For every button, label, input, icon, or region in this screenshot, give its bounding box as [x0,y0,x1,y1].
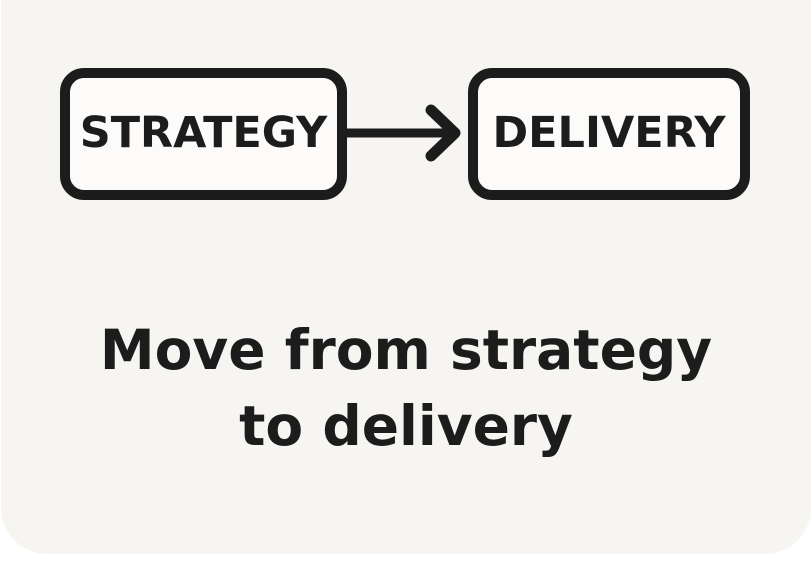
delivery-box: DELIVERY [468,68,750,200]
caption-line-2: to delivery [239,394,573,458]
caption: Move from strategy to delivery [0,312,812,464]
strategy-box-label: STRATEGY [79,108,328,158]
strategy-delivery-diagram: STRATEGY DELIVERY [0,0,812,270]
delivery-box-label: DELIVERY [492,108,726,158]
arrow-right-icon [336,97,470,167]
strategy-box: STRATEGY [60,68,347,200]
caption-line-1: Move from strategy [99,318,713,382]
